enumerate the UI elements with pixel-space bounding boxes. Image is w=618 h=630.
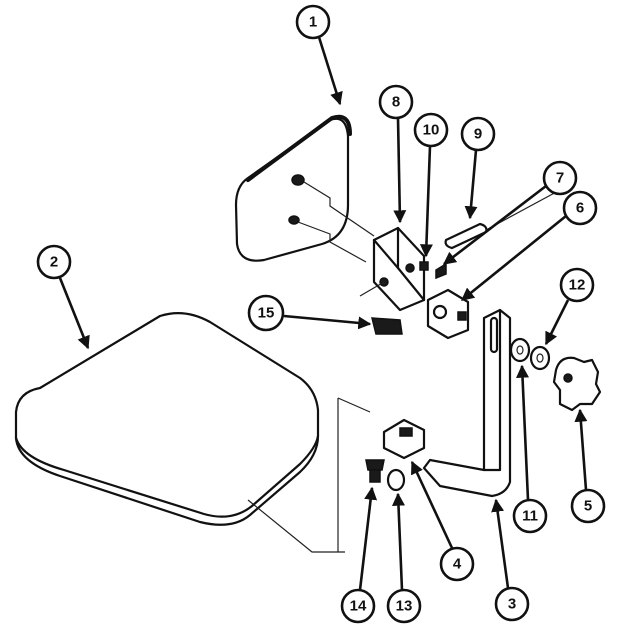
knob bbox=[552, 356, 602, 412]
clamp-block bbox=[426, 288, 470, 340]
callout-10-label: 10 bbox=[423, 122, 440, 139]
callout-13: 13 bbox=[386, 492, 422, 624]
screw-15 bbox=[371, 317, 403, 335]
callout-13-label: 13 bbox=[396, 598, 413, 615]
callout-14: 14 bbox=[340, 486, 378, 624]
callout-3-label: 3 bbox=[508, 596, 516, 613]
callout-12-label: 12 bbox=[569, 277, 586, 294]
callout-9: 9 bbox=[460, 116, 496, 220]
callout-4: 4 bbox=[410, 460, 475, 582]
callout-6-label: 6 bbox=[576, 200, 584, 217]
callout-5-label: 5 bbox=[584, 498, 592, 515]
callout-3: 3 bbox=[491, 498, 530, 622]
callout-15-label: 15 bbox=[258, 305, 275, 322]
callout-11-label: 11 bbox=[522, 508, 538, 525]
slide-clamp bbox=[382, 418, 426, 460]
washers bbox=[509, 337, 551, 371]
seat-cushion bbox=[14, 311, 371, 553]
callout-4-label: 4 bbox=[453, 556, 462, 573]
callout-14-label: 14 bbox=[350, 598, 367, 615]
callout-1: 1 bbox=[295, 4, 343, 106]
callout-11: 11 bbox=[512, 364, 548, 534]
callout-6: 6 bbox=[460, 190, 598, 302]
callout-10: 10 bbox=[413, 112, 449, 258]
callout-2-label: 2 bbox=[50, 254, 58, 271]
backrest-bracket bbox=[359, 226, 426, 312]
small-pins bbox=[419, 261, 447, 280]
fasteners bbox=[365, 459, 406, 492]
callout-8-label: 8 bbox=[392, 94, 400, 111]
callout-5: 5 bbox=[570, 408, 606, 524]
callout-12: 12 bbox=[544, 267, 595, 346]
callout-1-label: 1 bbox=[309, 14, 317, 31]
callout-15: 15 bbox=[247, 294, 372, 332]
callout-8: 8 bbox=[378, 84, 414, 224]
callout-2: 2 bbox=[36, 244, 90, 350]
support-arm bbox=[422, 308, 512, 498]
callout-7-label: 7 bbox=[556, 170, 564, 187]
callout-9-label: 9 bbox=[474, 126, 482, 143]
callout-7: 7 bbox=[442, 160, 578, 266]
backrest bbox=[234, 114, 375, 263]
